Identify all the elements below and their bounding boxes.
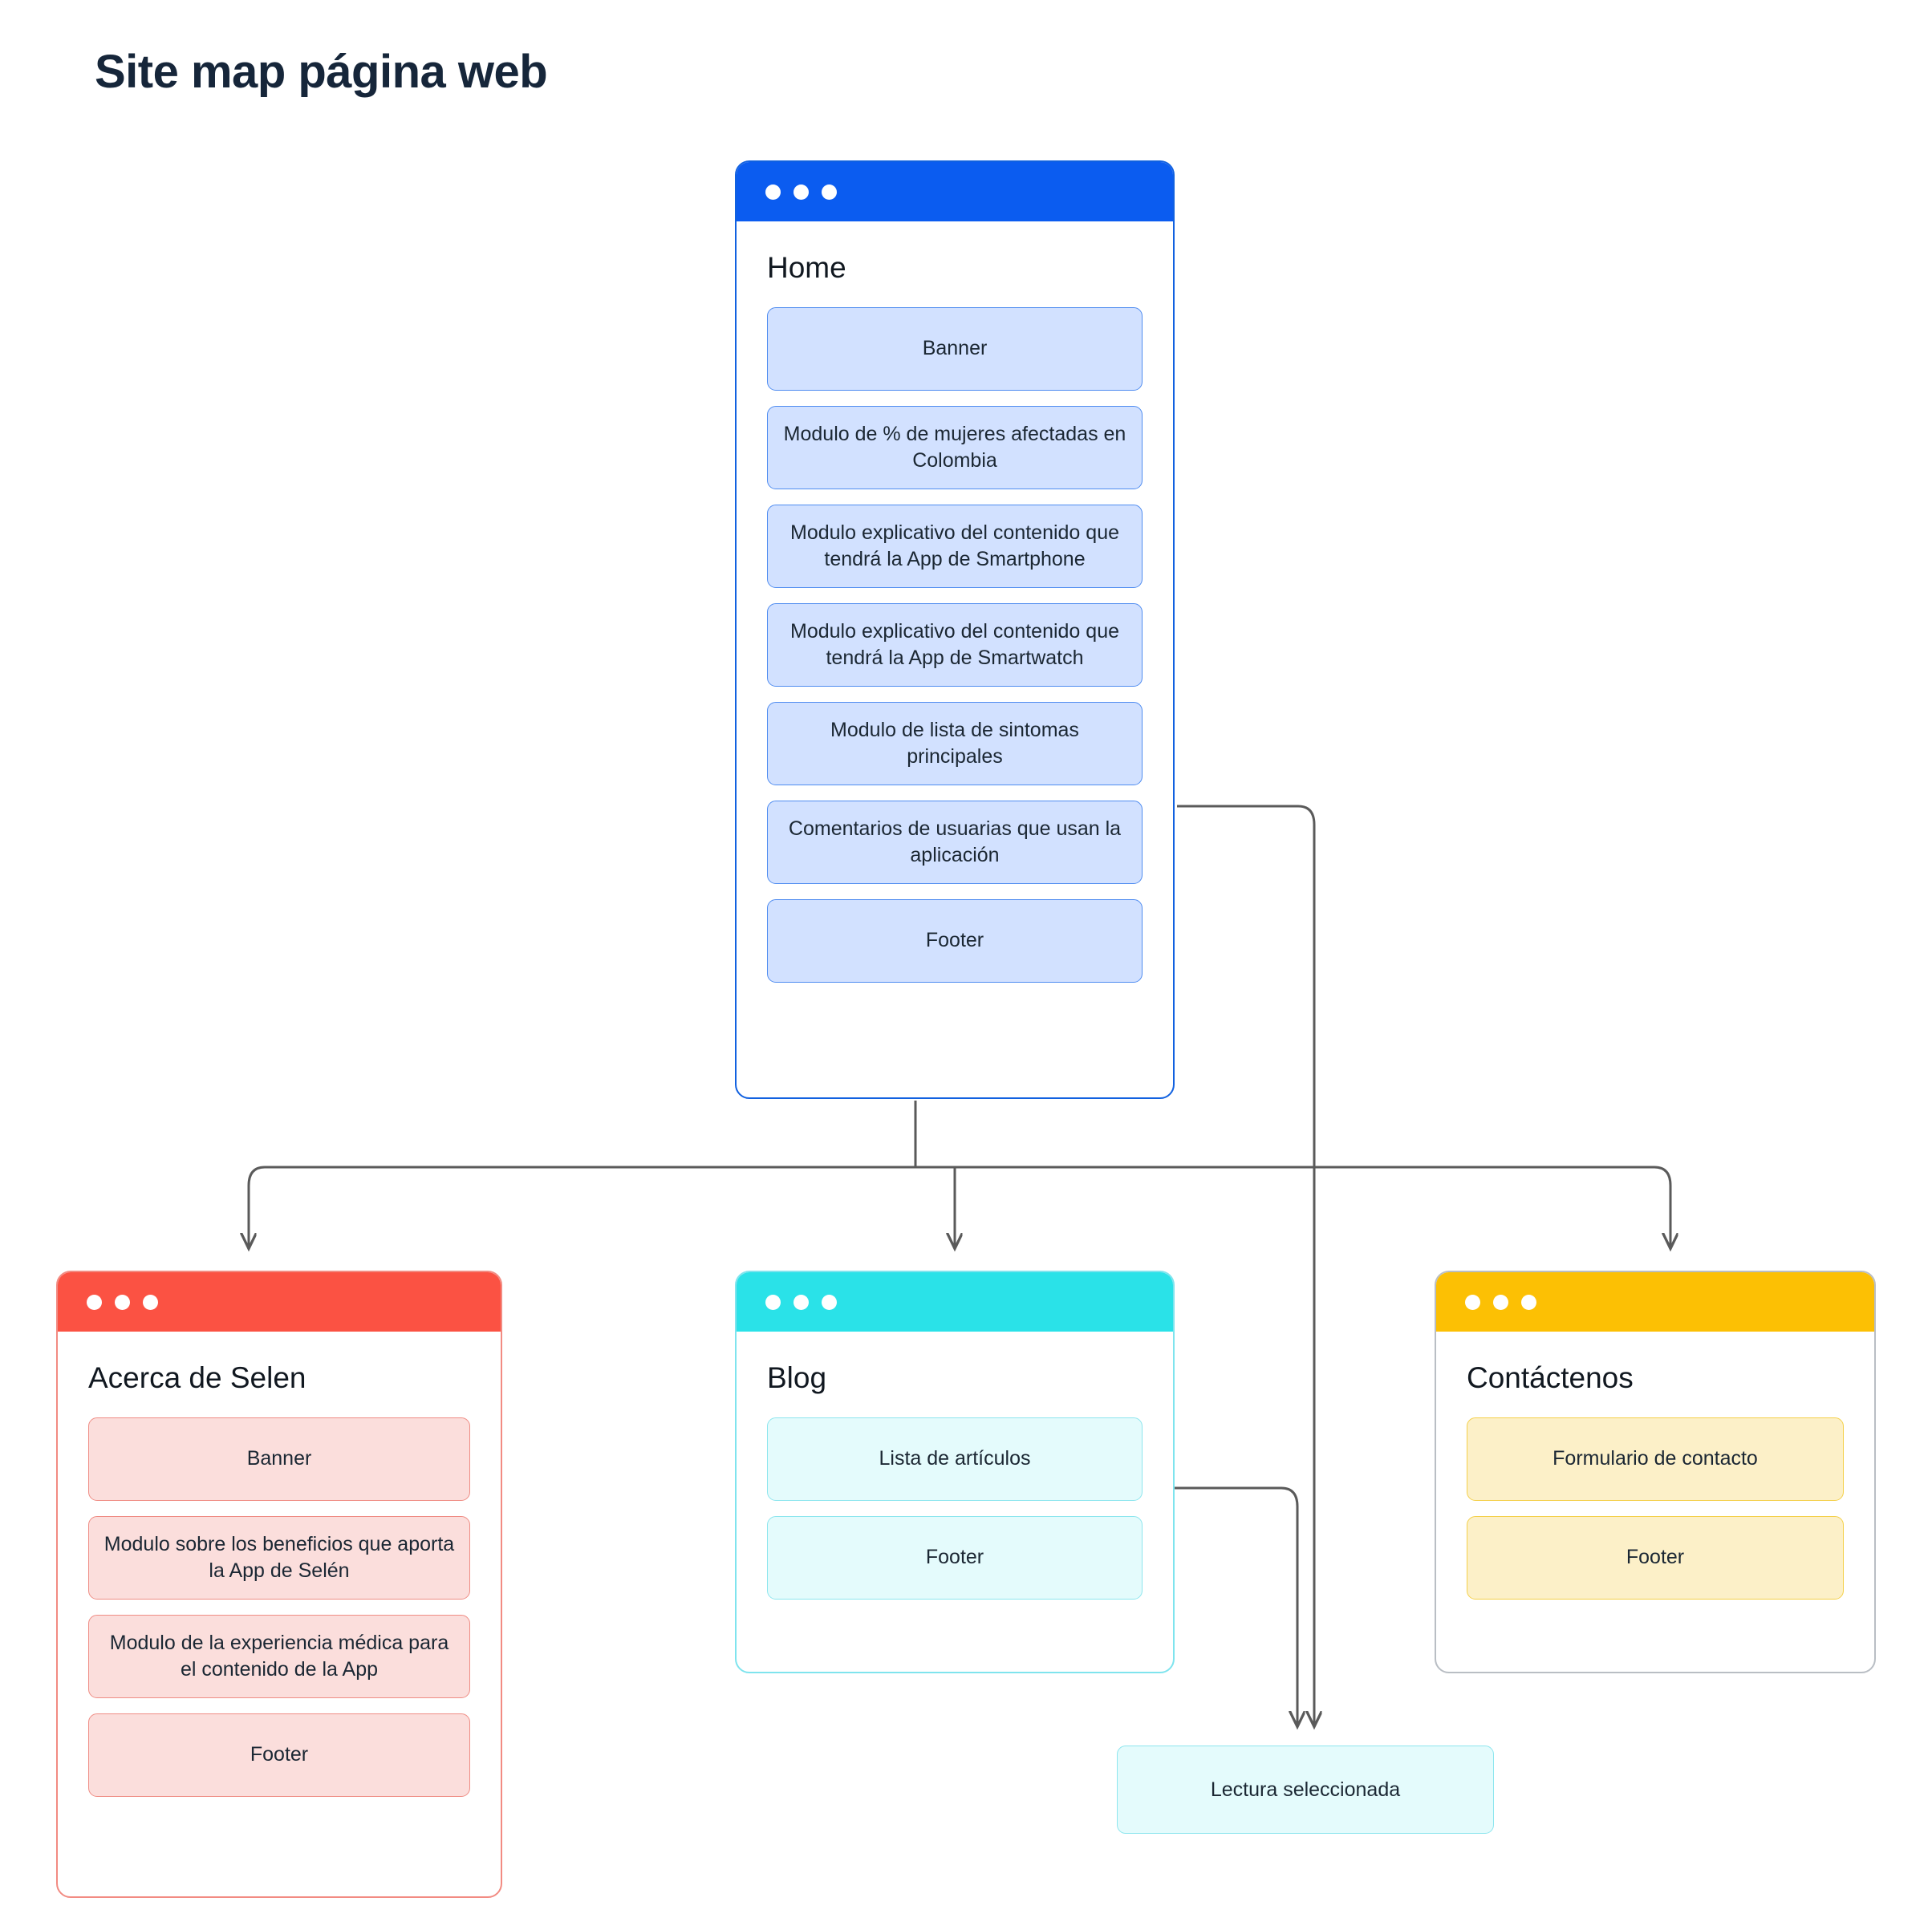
module-list-home: Banner Modulo de % de mujeres afectadas … <box>767 306 1143 983</box>
page-title: Site map página web <box>95 46 548 98</box>
module-footer[interactable]: Footer <box>1467 1515 1844 1600</box>
browser-chrome-bar-acerca <box>58 1272 501 1332</box>
window-dot-icon <box>1521 1294 1536 1310</box>
module-formulario-contacto[interactable]: Formulario de contacto <box>1467 1417 1844 1501</box>
window-dot-icon <box>822 1294 837 1310</box>
window-dot-icon <box>143 1294 158 1310</box>
card-title-blog: Blog <box>767 1361 827 1394</box>
module-lista-articulos[interactable]: Lista de artículos <box>767 1417 1143 1501</box>
browser-chrome-bar-contacto <box>1436 1272 1874 1332</box>
module-list-blog: Lista de artículos Footer <box>767 1417 1143 1600</box>
page-card-acerca-de-selen[interactable]: Acerca de Selen Banner Modulo sobre los … <box>56 1271 502 1898</box>
page-card-contactenos[interactable]: Contáctenos Formulario de contacto Foote… <box>1435 1271 1876 1673</box>
module-footer[interactable]: Footer <box>767 898 1143 983</box>
window-dot-icon <box>794 184 809 200</box>
module-footer[interactable]: Footer <box>88 1713 470 1797</box>
module-app-smartphone[interactable]: Modulo explicativo del contenido que ten… <box>767 504 1143 588</box>
connector-articulos-to-lectura <box>1153 1486 1297 1726</box>
module-experiencia-medica[interactable]: Modulo de la experiencia médica para el … <box>88 1614 470 1698</box>
node-lectura-seleccionada[interactable]: Lectura seleccionada <box>1117 1746 1494 1834</box>
card-title-acerca: Acerca de Selen <box>88 1361 306 1394</box>
card-title-home: Home <box>767 251 846 284</box>
window-dot-icon <box>87 1294 102 1310</box>
card-title-contacto: Contáctenos <box>1467 1361 1634 1394</box>
connector-sintomas-to-lectura <box>1177 805 1314 1726</box>
module-lista-sintomas[interactable]: Modulo de lista de sintomas principales <box>767 701 1143 785</box>
browser-chrome-bar-blog <box>737 1272 1173 1332</box>
window-dot-icon <box>1493 1294 1508 1310</box>
module-beneficios-app[interactable]: Modulo sobre los beneficios que aporta l… <box>88 1515 470 1600</box>
connector-home-to-acerca <box>249 1166 266 1248</box>
window-dot-icon <box>1465 1294 1480 1310</box>
module-list-acerca: Banner Modulo sobre los beneficios que a… <box>88 1417 470 1797</box>
window-dot-icon <box>822 184 837 200</box>
module-porcentaje-mujeres[interactable]: Modulo de % de mujeres afectadas en Colo… <box>767 405 1143 489</box>
module-list-contacto: Formulario de contacto Footer <box>1467 1417 1844 1600</box>
page-card-home[interactable]: Home Banner Modulo de % de mujeres afect… <box>735 160 1175 1099</box>
module-app-smartwatch[interactable]: Modulo explicativo del contenido que ten… <box>767 602 1143 687</box>
module-comentarios-usuarias[interactable]: Comentarios de usuarias que usan la apli… <box>767 800 1143 884</box>
window-dot-icon <box>765 1294 781 1310</box>
window-dot-icon <box>765 184 781 200</box>
window-dot-icon <box>794 1294 809 1310</box>
module-footer[interactable]: Footer <box>767 1515 1143 1600</box>
module-banner[interactable]: Banner <box>88 1417 470 1501</box>
card-body-home: Home Banner Modulo de % de mujeres afect… <box>737 221 1173 1097</box>
window-dot-icon <box>115 1294 130 1310</box>
card-body-acerca: Acerca de Selen Banner Modulo sobre los … <box>58 1332 501 1896</box>
page-card-blog[interactable]: Blog Lista de artículos Footer <box>735 1271 1175 1673</box>
module-banner[interactable]: Banner <box>767 306 1143 391</box>
card-body-blog: Blog Lista de artículos Footer <box>737 1332 1173 1672</box>
browser-chrome-bar-home <box>737 162 1173 221</box>
card-body-contacto: Contáctenos Formulario de contacto Foote… <box>1436 1332 1874 1672</box>
connector-home-to-contacto <box>1654 1166 1670 1248</box>
